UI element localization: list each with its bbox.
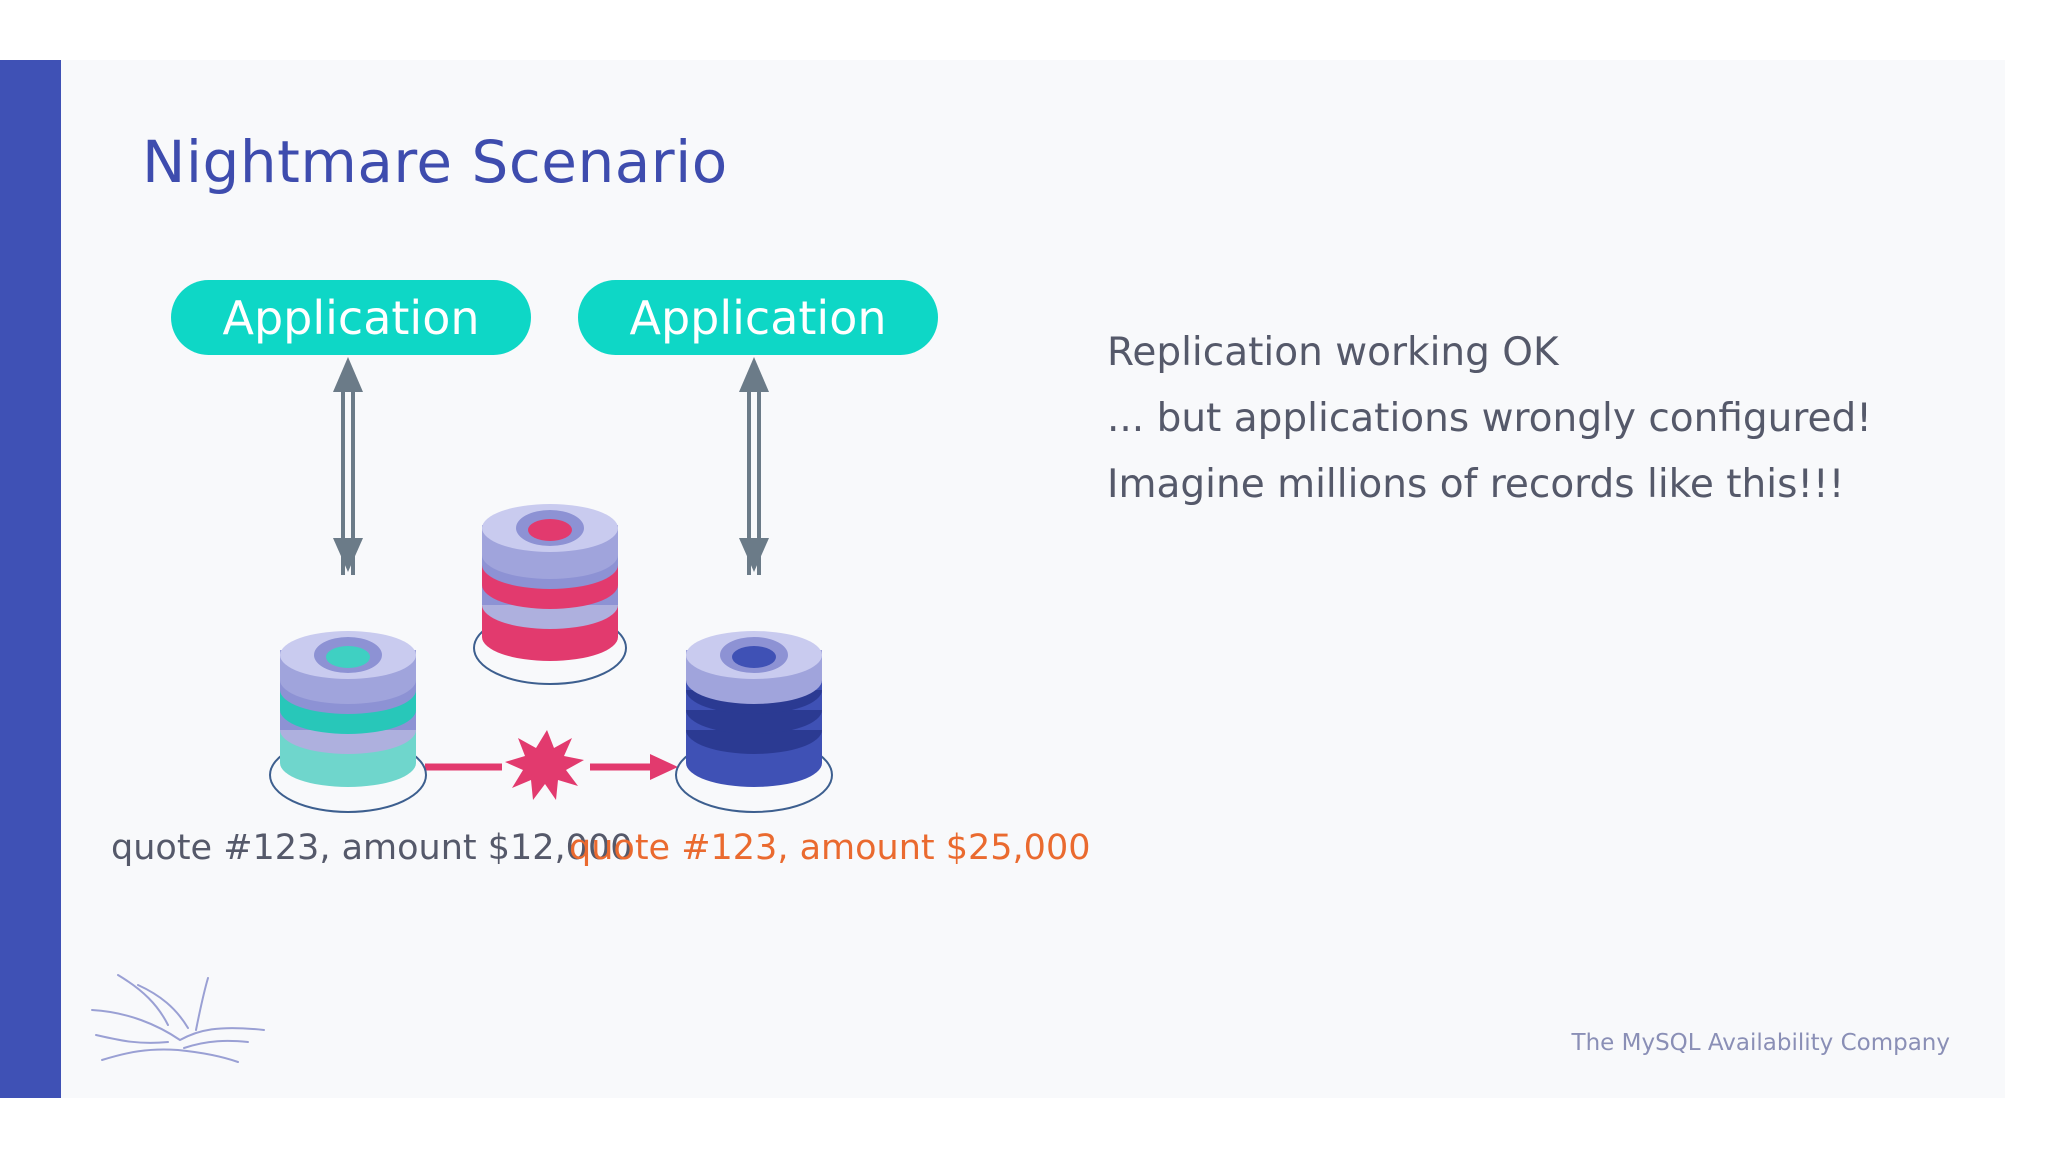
slide: Nightmare Scenario (0, 60, 2005, 1098)
slide-title: Nightmare Scenario (142, 128, 728, 196)
bullet-item: Imagine millions of records like this!!! (1107, 462, 1845, 507)
double-arrow-icon (333, 357, 363, 575)
double-arrow-icon (739, 357, 769, 575)
quote-right-label: quote #123, amount $25,000 (569, 828, 1091, 868)
arrowhead-icon (650, 754, 678, 780)
side-accent-bar (0, 60, 61, 1098)
quote-left-label: quote #123, amount $12,000 (111, 828, 633, 868)
database-teal-icon (269, 631, 427, 813)
database-pink-icon (473, 504, 627, 685)
footer-company: The MySQL Availability Company (1571, 1030, 1950, 1056)
dolphin-logo-icon (91, 974, 265, 1063)
database-navy-icon (675, 631, 833, 813)
bullet-item: Replication working OK (1107, 330, 1559, 375)
explosion-icon (505, 730, 584, 800)
application-left-pill: Application (171, 280, 531, 355)
replication-diagram (269, 357, 833, 813)
bullet-list: Replication working OK ... but applicati… (1107, 320, 1872, 518)
bullet-item: ... but applications wrongly configured! (1107, 396, 1872, 441)
application-right-pill: Application (578, 280, 938, 355)
